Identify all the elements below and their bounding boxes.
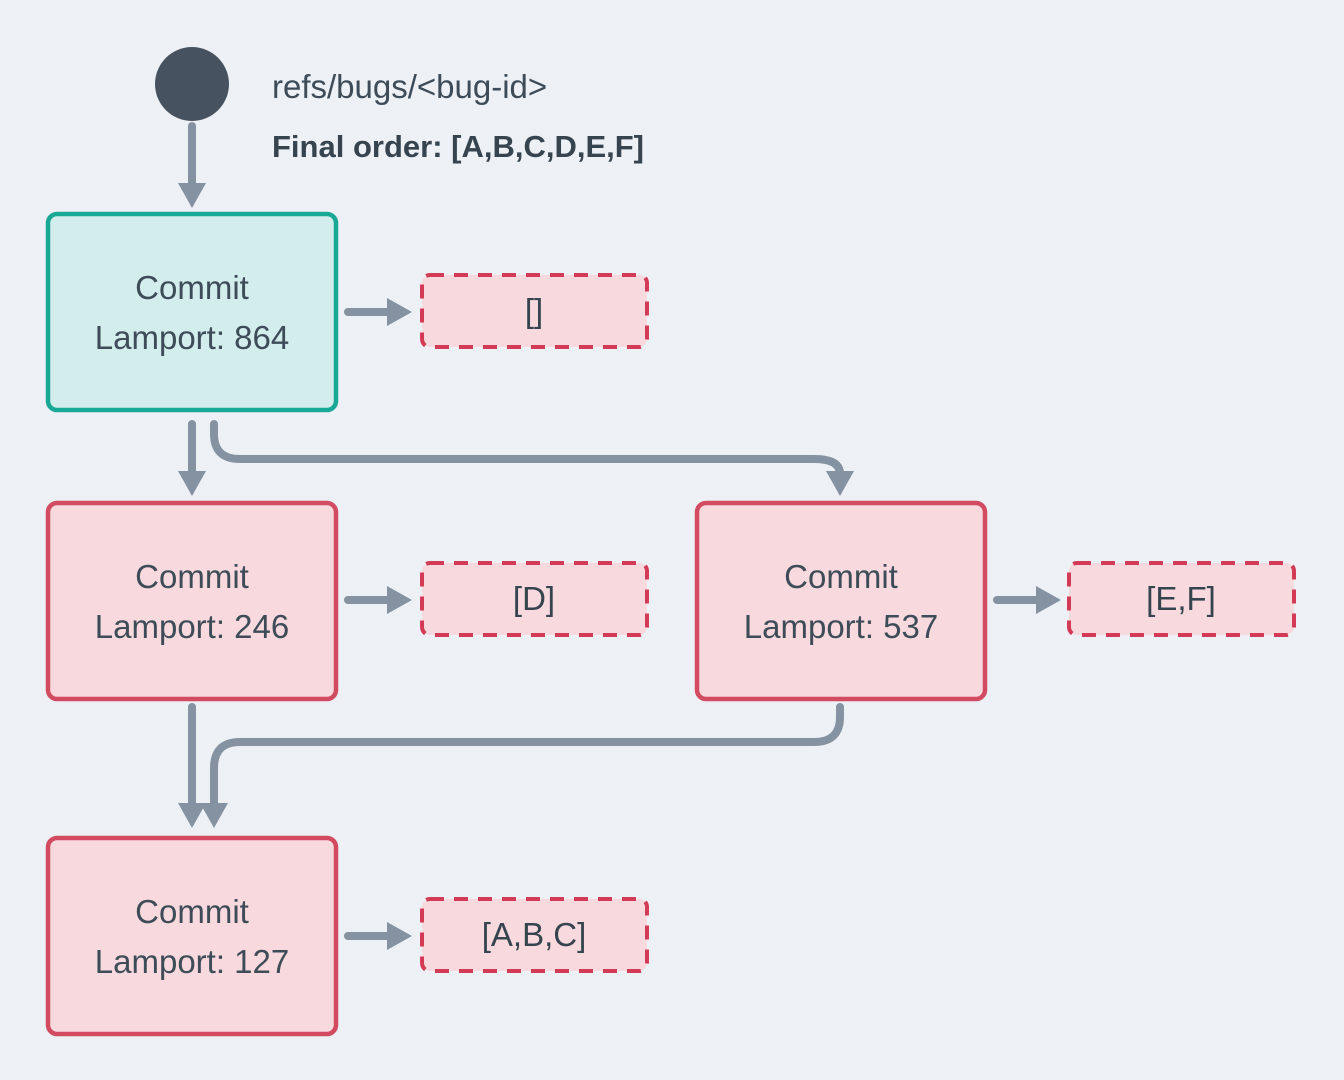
arrowhead-down-icon [178, 471, 206, 496]
arrowhead-right-icon [387, 298, 412, 326]
arrowhead-down-icon [178, 803, 206, 828]
edge-246-to-ops [344, 586, 412, 614]
commit-node-537: Commit Lamport: 537 [694, 500, 988, 702]
edge-537-to-ops [993, 586, 1061, 614]
edge-537-to-127 [200, 703, 844, 828]
operations-box-127-rect [420, 897, 649, 973]
commit-lamport: Lamport: 537 [744, 608, 938, 645]
commit-node-127-box [45, 835, 339, 1037]
operations-value: [] [525, 292, 543, 329]
edge-246-to-127 [178, 703, 206, 828]
ref-label: refs/bugs/<bug-id> [272, 68, 547, 105]
arrowhead-down-icon [178, 183, 206, 208]
arrowhead-right-icon [1036, 586, 1061, 614]
operations-box-127: [A,B,C] [420, 897, 649, 973]
edge-head-to-ops [344, 298, 412, 326]
operations-value: [D] [513, 580, 555, 617]
commit-lamport: Lamport: 127 [95, 943, 289, 980]
final-order-label: Final order: [A,B,C,D,E,F] [272, 129, 644, 164]
edge-127-to-ops [344, 922, 412, 950]
edge-head-to-246 [178, 420, 206, 496]
arrowhead-right-icon [387, 922, 412, 950]
operations-value: [E,F] [1146, 580, 1216, 617]
commit-title: Commit [135, 558, 249, 595]
operations-value: [A,B,C] [482, 916, 587, 953]
commit-lamport: Lamport: 864 [95, 319, 289, 356]
commit-title: Commit [135, 893, 249, 930]
commit-node-246: Commit Lamport: 246 [45, 500, 339, 702]
commit-title: Commit [784, 558, 898, 595]
operations-box-537-rect [1067, 561, 1296, 637]
operations-box-537: [E,F] [1067, 561, 1296, 637]
commit-node-246-box [45, 500, 339, 702]
commit-node-127: Commit Lamport: 127 [45, 835, 339, 1037]
arrowhead-down-icon [826, 471, 854, 496]
edge-ref-to-head [178, 122, 206, 208]
commit-node-head-box [45, 211, 339, 413]
operations-box-head-rect [420, 273, 649, 349]
arrowhead-down-icon [200, 803, 228, 828]
arrowhead-right-icon [387, 586, 412, 614]
edge-head-to-537 [210, 420, 854, 496]
commit-lamport: Lamport: 246 [95, 608, 289, 645]
commit-title: Commit [135, 269, 249, 306]
commit-node-head: Commit Lamport: 864 [45, 211, 339, 413]
operations-box-246: [D] [420, 561, 649, 637]
ref-node-circle [155, 47, 229, 121]
commit-node-537-box [694, 500, 988, 702]
operations-box-head: [] [420, 273, 649, 349]
operations-box-246-rect [420, 561, 649, 637]
